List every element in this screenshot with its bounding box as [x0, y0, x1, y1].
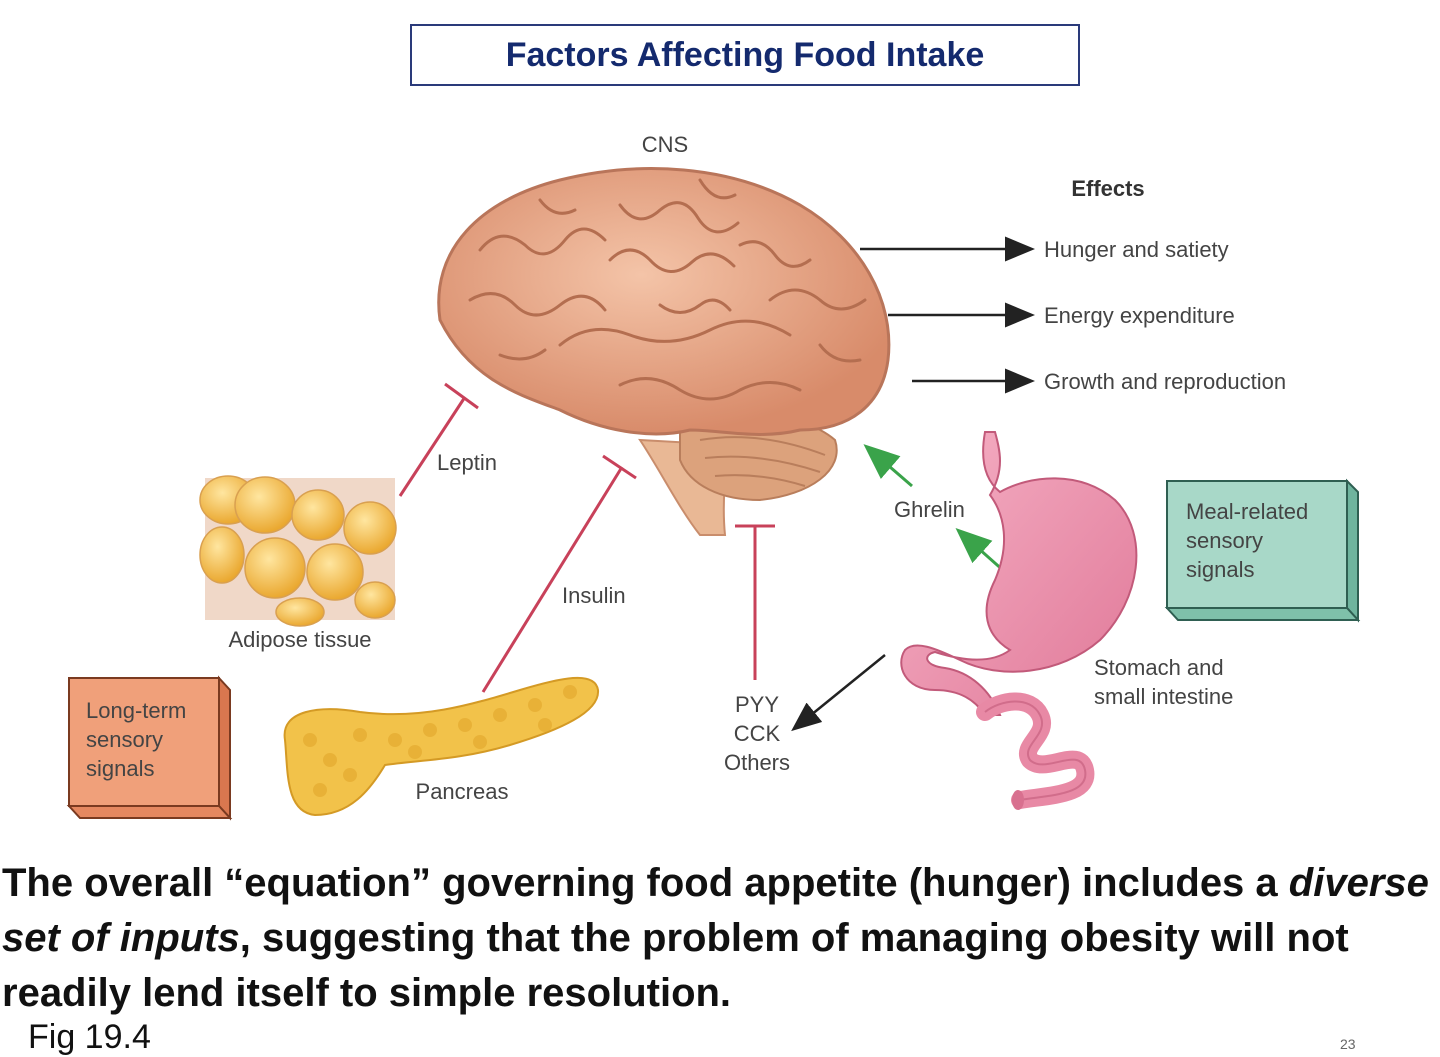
pyy-label: PYY: [735, 692, 779, 717]
brain-illustration: [439, 169, 889, 535]
longterm-box-line2: sensory: [86, 727, 163, 752]
cck-label: CCK: [734, 721, 781, 746]
meal-box-line1: Meal-related: [1186, 499, 1308, 524]
leptin-label: Leptin: [437, 450, 497, 475]
meal-related-signals-box: Meal-related sensory signals: [1167, 481, 1358, 620]
leptin-line: [400, 397, 465, 496]
gut-hormone-release-arrow: [795, 655, 885, 728]
ghrelin-arrow-lower: [960, 532, 1005, 572]
food-intake-diagram: CNS Effects Hunger and satiety Energy ex…: [0, 0, 1440, 860]
pancreas-label: Pancreas: [416, 779, 509, 804]
longterm-box-line1: Long-term: [86, 698, 186, 723]
adipose-tissue-label: Adipose tissue: [228, 627, 371, 652]
figure-reference: Fig 19.4: [28, 1018, 151, 1057]
cns-label: CNS: [642, 132, 688, 157]
stomach-illustration: [901, 432, 1136, 810]
ghrelin-label: Ghrelin: [894, 497, 965, 522]
others-label: Others: [724, 750, 790, 775]
insulin-inhibit-bar: [603, 456, 636, 478]
long-term-signals-box: Long-term sensory signals: [69, 678, 230, 818]
caption-text-before: The overall “equation” governing food ap…: [2, 861, 1289, 905]
insulin-label: Insulin: [562, 583, 626, 608]
ghrelin-arrow-upper: [868, 448, 912, 486]
effects-heading: Effects: [1071, 176, 1144, 201]
insulin-line: [483, 467, 622, 692]
effect-growth-reproduction: Growth and reproduction: [1044, 369, 1286, 394]
longterm-box-line3: signals: [86, 756, 154, 781]
effect-energy-expenditure: Energy expenditure: [1044, 303, 1235, 328]
caption-paragraph: The overall “equation” governing food ap…: [2, 856, 1438, 1021]
adipose-tissue-illustration: [200, 476, 396, 626]
meal-box-line2: sensory: [1186, 528, 1263, 553]
stomach-label-line1: Stomach and: [1094, 655, 1224, 680]
effect-hunger-satiety: Hunger and satiety: [1044, 237, 1229, 262]
stomach-label-line2: small intestine: [1094, 684, 1233, 709]
meal-box-line3: signals: [1186, 557, 1254, 582]
page-number: 23: [1340, 1036, 1356, 1052]
